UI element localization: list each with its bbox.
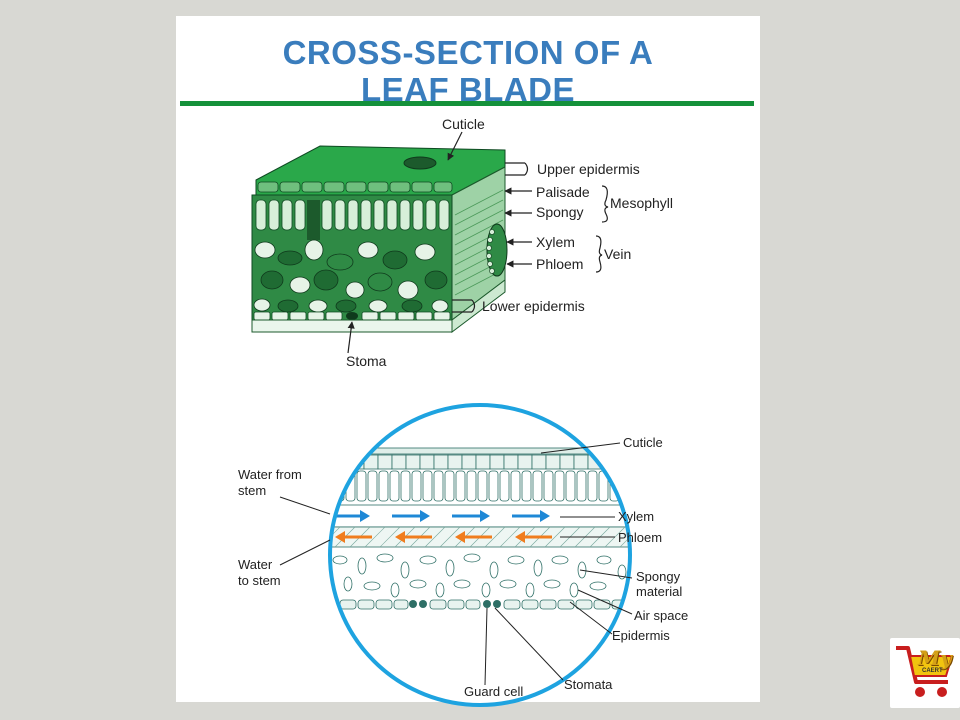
label-guard-cell: Guard cell <box>464 684 524 699</box>
bottom-leader-lines <box>279 442 633 686</box>
magnified-circle <box>328 403 632 707</box>
label-water-to-stem-2: to stem <box>238 573 281 588</box>
label-air-space: Air space <box>634 608 689 623</box>
logo-mark: My <box>918 646 952 670</box>
title-underline <box>180 101 754 106</box>
label-spongy-material-1: Spongy <box>636 569 681 584</box>
cart-icon <box>896 646 954 697</box>
leaf-3d-block <box>251 145 508 334</box>
label-mesophyll: Mesophyll <box>610 195 674 211</box>
label-palisade: Palisade <box>536 184 590 200</box>
label-cuticle-bottom: Cuticle <box>623 435 663 450</box>
label-stomata: Stomata <box>564 677 613 692</box>
label-stoma: Stoma <box>346 353 387 369</box>
label-spongy-material-2: material <box>636 584 683 599</box>
label-epidermis: Epidermis <box>612 628 670 643</box>
logo-sub: CAERT <box>922 668 943 674</box>
label-lower-epidermis: Lower epidermis <box>482 298 585 314</box>
label-upper-epidermis: Upper epidermis <box>537 161 640 177</box>
label-xylem-top: Xylem <box>536 234 575 250</box>
mycaert-logo: My CAERT <box>890 638 960 708</box>
label-phloem-bottom: Phloem <box>618 530 663 545</box>
label-water-to-stem-1: Water <box>238 557 273 572</box>
label-xylem-bottom: Xylem <box>618 509 655 524</box>
label-cuticle-top: Cuticle <box>442 116 485 132</box>
title-line-1: CROSS-SECTION OF A <box>282 34 654 71</box>
label-water-from-stem-1: Water from <box>238 467 302 482</box>
label-vein: Vein <box>604 246 632 262</box>
label-spongy-top: Spongy <box>536 204 584 220</box>
top-leader-lines <box>347 131 609 354</box>
label-water-from-stem-2: stem <box>238 483 267 498</box>
label-phloem-top: Phloem <box>536 256 584 272</box>
